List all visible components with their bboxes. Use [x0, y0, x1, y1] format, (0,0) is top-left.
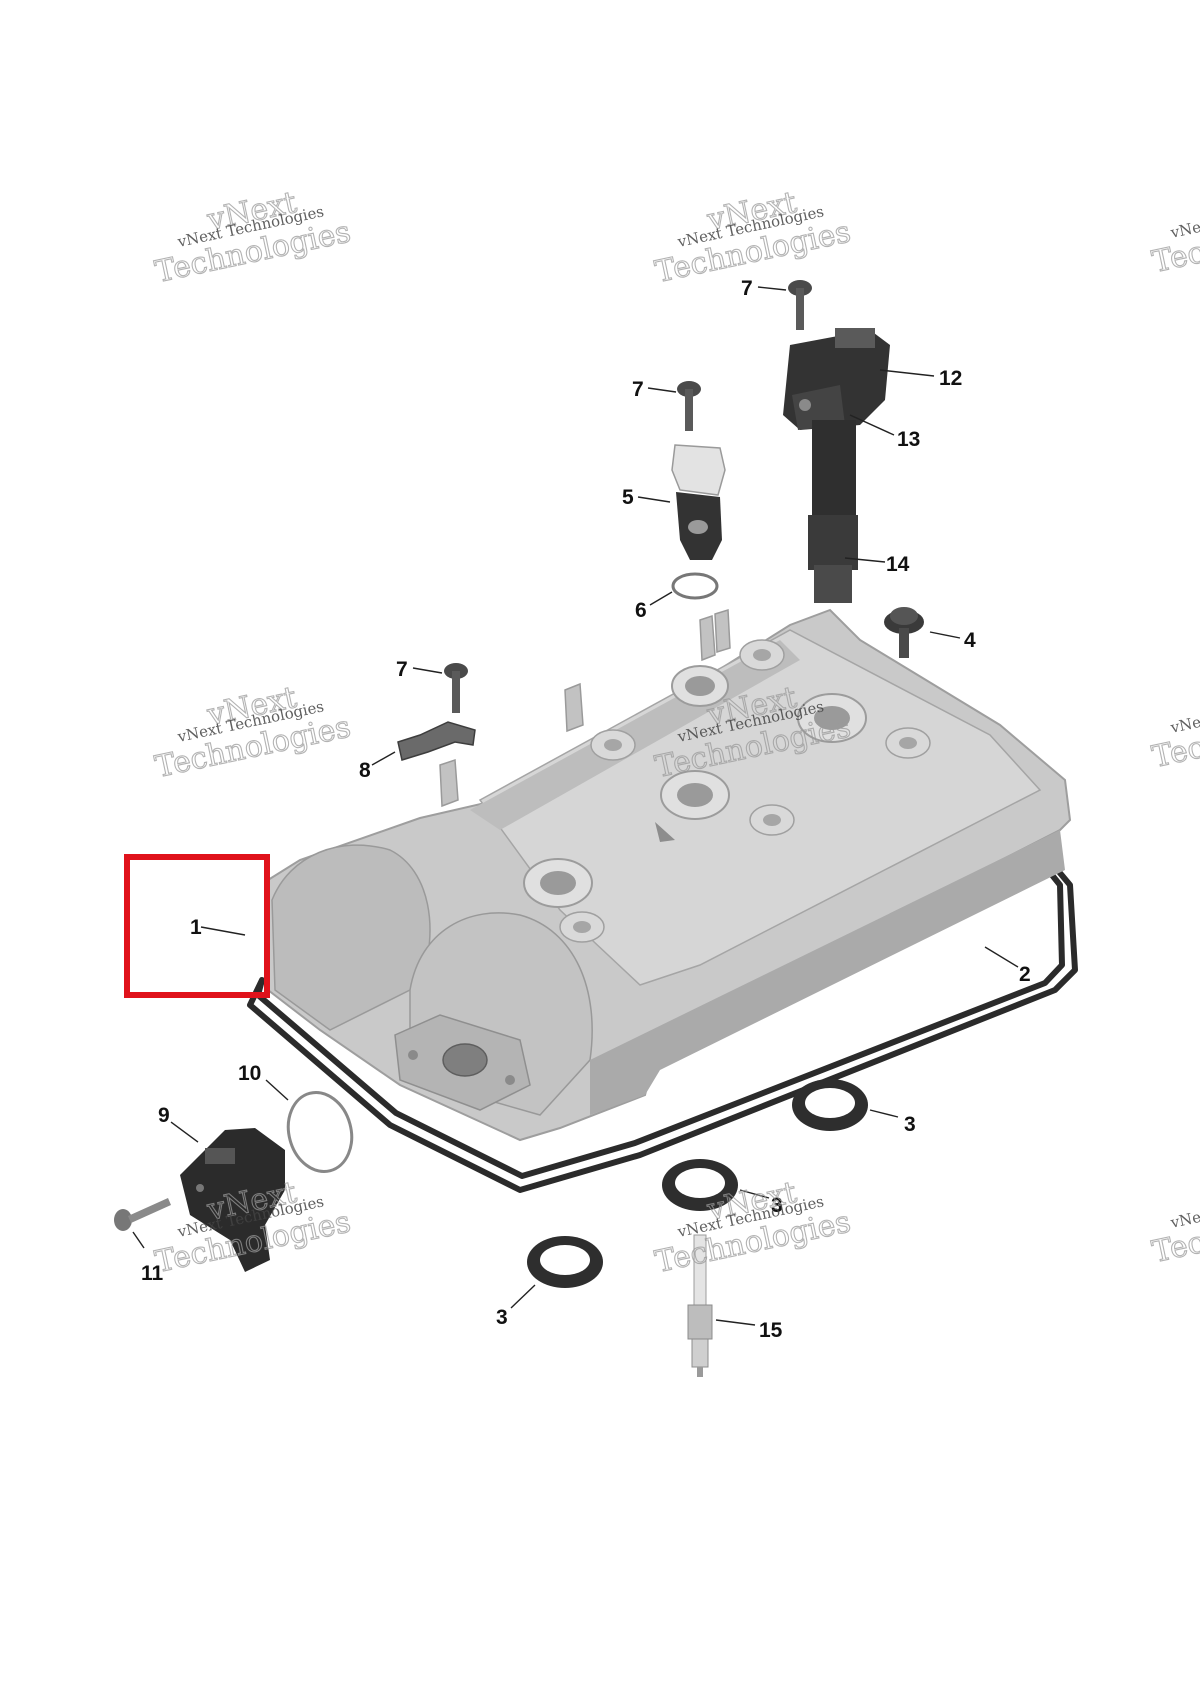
- ignition-coil: [783, 328, 890, 603]
- callout-11[interactable]: 11: [141, 1262, 164, 1285]
- callout-10[interactable]: 10: [238, 1062, 261, 1085]
- callout-1[interactable]: 1: [190, 916, 202, 939]
- watermark-d: vNext vNext Technologies Technologies: [152, 680, 355, 786]
- callout-15[interactable]: 15: [759, 1319, 783, 1342]
- svg-text:Technologies: Technologies: [1149, 1195, 1200, 1271]
- watermark-b: vNext vNext Technologies Technologies: [652, 185, 855, 291]
- plug-4: [884, 607, 924, 658]
- sensor-9: [180, 1128, 285, 1272]
- callout-labels: 1 2 3 3 3 4 5 6 7 7 7 8 9 10 11 12 13 14…: [141, 277, 1031, 1342]
- watermark-a: vNext vNext Technologies Technologies: [152, 185, 355, 291]
- screw-11: [114, 1198, 171, 1231]
- svg-text:vNext Technologies: vNext Technologies: [1168, 688, 1200, 737]
- leader-lines: [132, 286, 1019, 1326]
- svg-text:vNext Technologies: vNext Technologies: [1168, 193, 1200, 242]
- callout-3-right[interactable]: 3: [904, 1113, 916, 1136]
- bolt-7-top: [788, 280, 812, 330]
- grommet-3-right: [792, 1079, 868, 1131]
- callout-8[interactable]: 8: [359, 759, 371, 782]
- callout-4[interactable]: 4: [964, 629, 976, 652]
- callout-7-middle[interactable]: 7: [632, 378, 644, 401]
- callout-13[interactable]: 13: [897, 428, 920, 451]
- spark-plug-15: [687, 1234, 713, 1377]
- callout-3-middle[interactable]: 3: [771, 1194, 783, 1217]
- valve-cover: [263, 608, 1072, 1142]
- grommet-3-bottom: [527, 1236, 603, 1288]
- watermark-f: vNext Technologies Technologies: [1149, 688, 1200, 776]
- bolt-7-left: [444, 663, 468, 713]
- o-ring-10: [286, 1091, 354, 1173]
- watermark-g: vNext vNext Technologies Technologies: [152, 1175, 355, 1281]
- callout-7-left[interactable]: 7: [396, 658, 408, 681]
- bolt-7-middle: [677, 381, 701, 431]
- sensor-5: [671, 444, 726, 560]
- callout-6[interactable]: 6: [635, 599, 647, 622]
- svg-text:Technologies: Technologies: [1149, 205, 1200, 281]
- svg-text:Technologies: Technologies: [1149, 700, 1200, 776]
- callout-9[interactable]: 9: [158, 1104, 170, 1127]
- grommet-3-middle: [662, 1159, 738, 1211]
- callout-7-top[interactable]: 7: [741, 277, 753, 300]
- bracket-8: [397, 721, 476, 761]
- callout-5[interactable]: 5: [622, 486, 634, 509]
- callout-3-bottom[interactable]: 3: [496, 1306, 508, 1329]
- callout-2[interactable]: 2: [1019, 963, 1031, 986]
- highlight-box: [124, 854, 270, 998]
- watermark-i: vNext Technologies Technologies: [1149, 1183, 1200, 1271]
- callout-14[interactable]: 14: [886, 553, 910, 576]
- watermark-c: vNext Technologies Technologies: [1149, 193, 1200, 281]
- svg-text:vNext Technologies: vNext Technologies: [1168, 1183, 1200, 1232]
- callout-12[interactable]: 12: [939, 367, 962, 390]
- o-ring-6: [671, 572, 719, 600]
